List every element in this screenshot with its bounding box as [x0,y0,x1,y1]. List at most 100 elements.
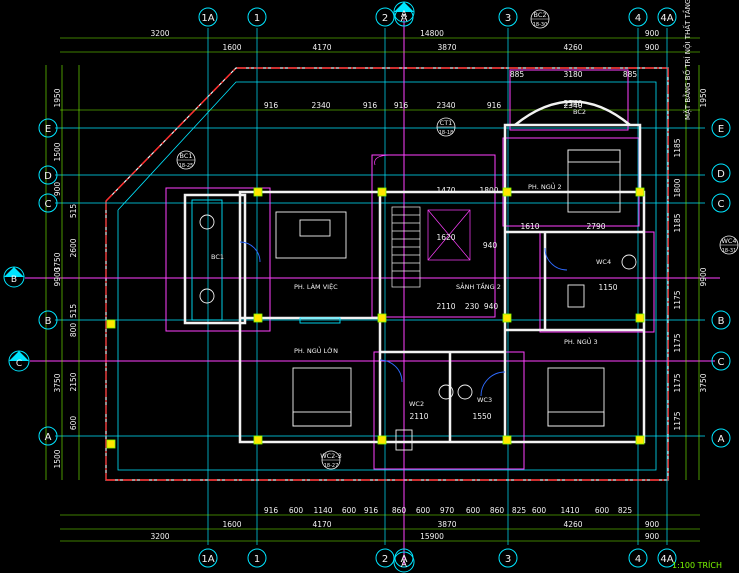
axis-bubble-label: E [45,124,51,135]
dim-label: 900 [645,532,660,541]
dim-label: 3750 [53,373,62,392]
room-label: BC1 [211,253,224,261]
axis-bubble-circle [375,7,395,27]
axis-bubble-circle [247,548,267,568]
axis-left-C: C [38,193,58,213]
axis-bottom-1: 1 [247,548,267,568]
inner-dim-label: 2110 [436,302,455,311]
detail-tags: BC118-25BC218-30CT118-18WC418-31WC2-318-… [176,9,739,470]
dim-label: 1800 [673,178,682,197]
dim-label: 916 [364,506,379,515]
dim-label: 1500 [53,142,62,161]
doors [239,241,568,397]
dim-label: 900 [645,29,660,38]
dim-label: 916 [264,101,279,110]
dim-label: 515 [69,204,78,219]
axis-right-A: A [711,428,731,448]
axis-right-E: E [711,118,731,138]
axis-top-3: 3 [498,7,518,27]
bottom-caption: 1:100 TRÍCH [672,559,722,570]
axis-bubble-label: E [718,124,724,135]
section-marker-b-left: B [11,275,17,285]
axis-left-B: B [38,310,58,330]
axis-bubble-label: A [45,432,52,443]
dim-label: 860 [392,506,407,515]
dim-label: 1185 [673,138,682,157]
dim-label: 4260 [563,520,582,529]
axis-bubble-circle [247,7,267,27]
room-label: WC3 [477,396,492,404]
inner-dim-label: 2110 [409,412,428,421]
dimension-lines [45,37,700,542]
axis-left-E: E [38,118,58,138]
room-label: PH. NGỦ 2 [528,181,562,191]
axis-bottom-3: 3 [498,548,518,568]
dim-label: 14800 [420,29,444,38]
dim-label: 1410 [560,506,579,515]
axis-bubble-label: 2 [382,554,388,565]
detail-tag-label: BC1 [179,152,192,160]
axis-bubble-label: D [717,169,725,180]
axis-bubble-circle [711,193,731,213]
detail-tag-sheet: 18-25 [179,163,194,169]
axis-bubble-label: 4A [660,554,673,565]
dim-label: 825 [618,506,633,515]
axis-left-A: A [38,426,58,446]
dim-label: 600 [416,506,431,515]
axis-bubble-circle [711,118,731,138]
detail-tag-sheet: 18-30 [533,22,548,28]
dim-label: 3870 [437,520,456,529]
dim-label: 9900 [53,267,62,286]
inner-dim-label: 1550 [472,412,491,421]
axis-bubble-label: B [45,316,52,327]
dim-label: 885 [510,70,525,79]
outer-perimeter [105,67,669,481]
dim-label: 600 [532,506,547,515]
inner-dim-label: 2790 [586,222,605,231]
detail-tag-sheet: 18-27 [324,463,339,469]
walls [183,100,646,444]
dim-label: 9900 [699,267,708,286]
columns [106,187,645,449]
dim-label: 15900 [420,532,444,541]
dim-label: 1185 [673,213,682,232]
axis-bubble-circle [498,548,518,568]
axis-bubble-circle [628,548,648,568]
room-label: PH. LÀM VIỆC [294,282,338,291]
detail-tag: BC1 18-25 [176,150,196,170]
dim-label: 916 [363,101,378,110]
dim-label: 3750 [699,373,708,392]
axis-bubble-circle [198,548,218,568]
dim-label: 600 [289,506,304,515]
axis-bubble-label: B [718,316,725,327]
axis-bottom-4: 4 [628,548,648,568]
detail-tag-label: WC4 [721,237,736,245]
axis-bubble-circle [375,548,395,568]
axis-top-4A: 4A [657,7,677,27]
inner-dim-label: 940 [484,302,499,311]
dim-label: 3750 [53,252,62,271]
dim-label: 2600 [69,238,78,257]
axis-bubble-label: 2 [382,13,388,24]
axis-bubble-label: A [718,434,725,445]
axis-bubble-circle [38,426,58,446]
inner-dim-label: 940 [483,241,498,250]
sheet-vertical-title: MẶT BẰNG BỐ TRÍ NỘI THẤT TẦNG 2 [682,0,692,120]
axis-bubble-label: 3 [505,13,511,24]
dim-label: 1600 [222,520,241,529]
inner-dim-label: 230 [465,302,480,311]
axis-bubble-circle [711,351,731,371]
dim-label: 2340 [563,101,582,110]
dim-label: 3200 [150,29,169,38]
axis-bubble-label: 1A [201,13,214,24]
dim-label: 860 [490,506,505,515]
axis-right-C: C [711,351,731,371]
room-label: PH. NGỦ 3 [564,336,598,346]
room-label: BC2 [573,108,586,116]
dim-label: 900 [645,520,660,529]
axis-bubble-label: C [718,357,725,368]
dim-label: 1950 [699,88,708,107]
